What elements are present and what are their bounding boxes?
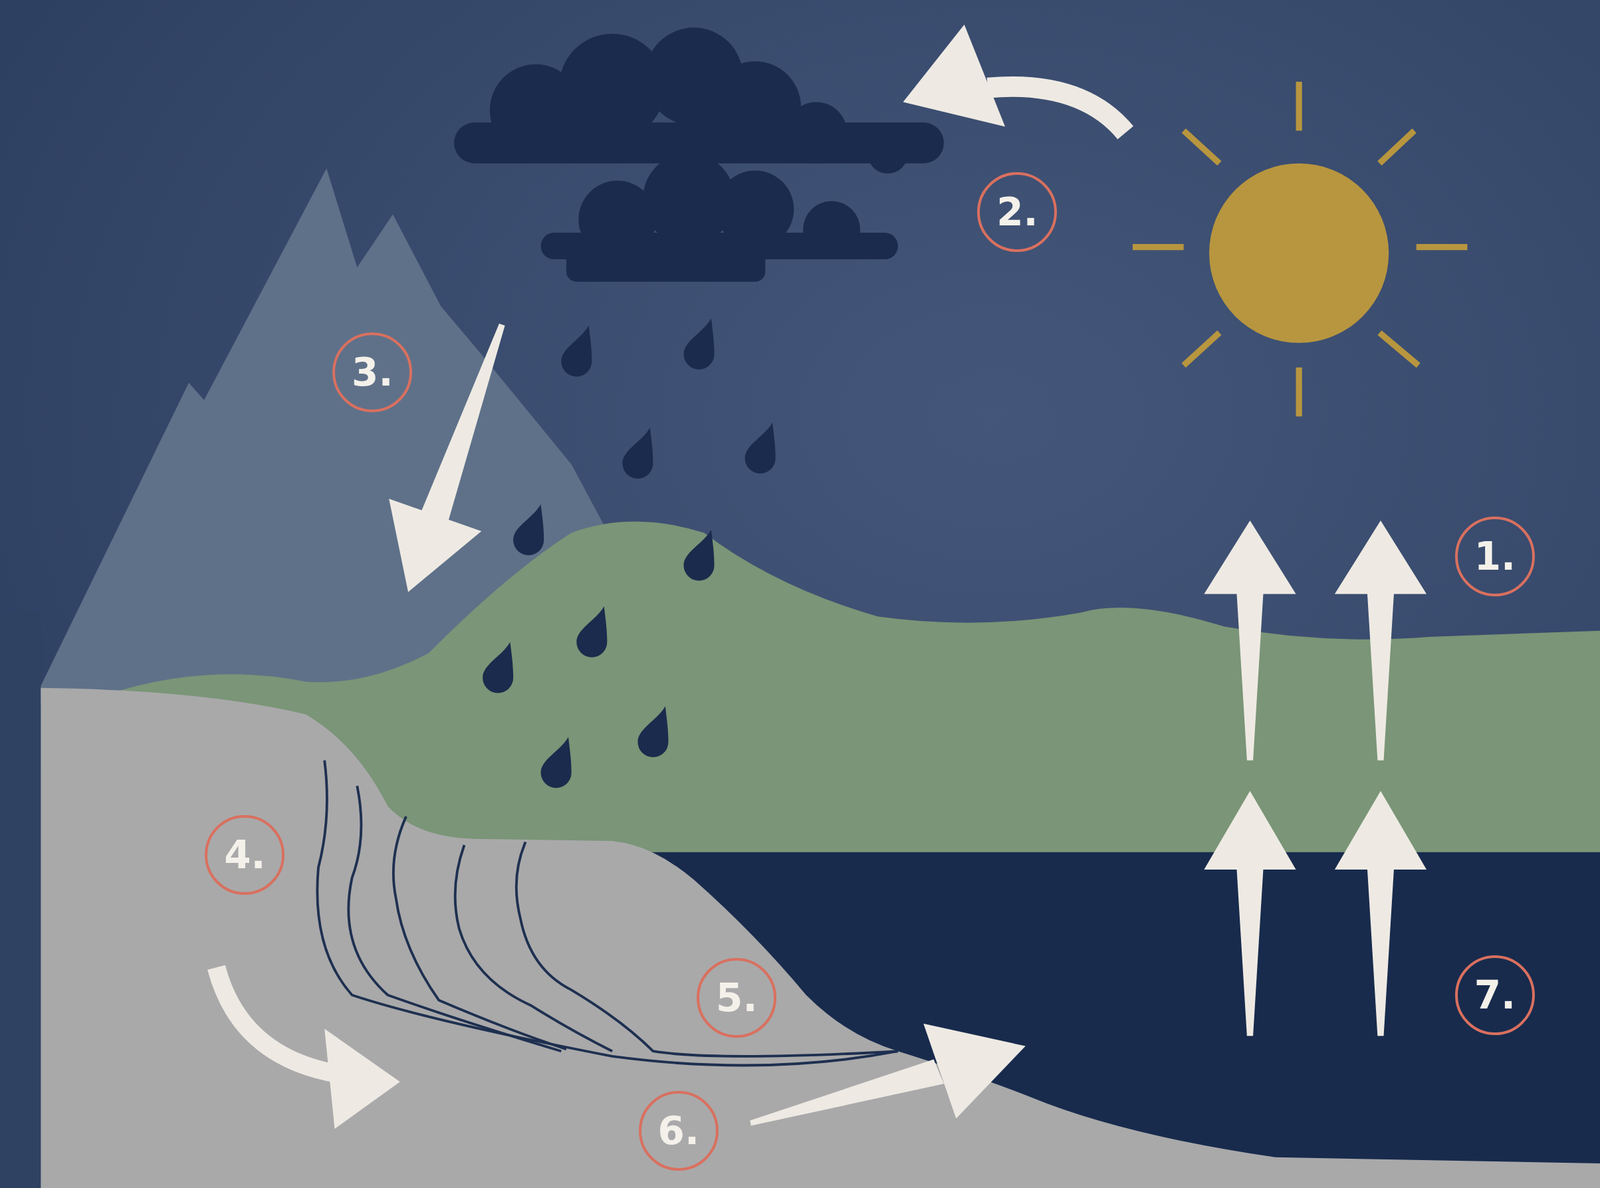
callout-number: 1. [1455,516,1535,597]
sun [1132,81,1468,417]
callout-number: 6. [638,1090,719,1171]
clouds [454,27,944,282]
left-strip [0,612,41,1188]
raindrops [482,318,776,788]
callout-number: 5. [696,957,777,1038]
flow-arrows [216,24,1427,1129]
groundwater-streams [317,760,899,1066]
callout-number: 3. [332,332,413,413]
callout-number: 4. [204,814,285,895]
callout-number: 2. [977,172,1057,252]
callout-number: 7. [1455,955,1535,1035]
ground [40,687,1600,1188]
